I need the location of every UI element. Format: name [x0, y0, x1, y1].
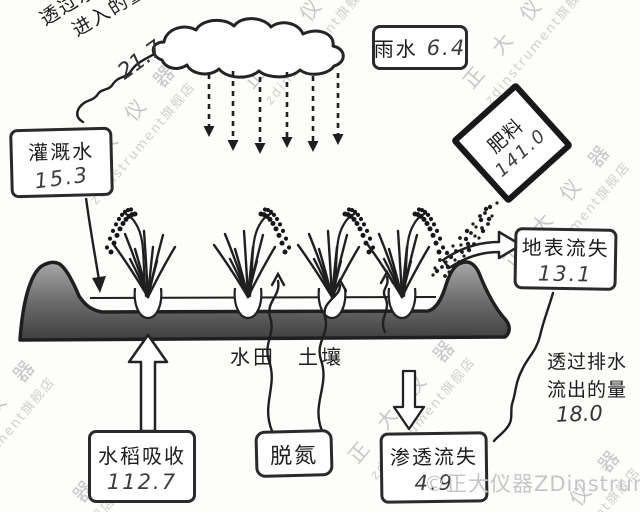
rainwater-value: 6.4 [426, 35, 467, 60]
outflow-annotation: 透过排水 流出的量 [547, 349, 627, 404]
denitrification-label: 脱氮 [269, 442, 319, 470]
denitrification-box: 脱氮 [254, 428, 334, 479]
paddy-soil-label: 水田土壤 [230, 341, 344, 370]
rice-plants [104, 207, 446, 320]
percolation-arrow [392, 369, 426, 431]
surface-runoff-box: 地表流失 13.1 [513, 227, 618, 291]
denitrification-squiggle-arrows [266, 269, 395, 433]
soil-label: 土壤 [298, 345, 344, 369]
percolation-label: 渗透流失 [389, 443, 479, 470]
rainwater-label: 雨水 [373, 37, 418, 61]
runoff-arrow [441, 230, 523, 270]
rice-uptake-value: 112.7 [106, 469, 178, 494]
fertilizer-dots [431, 201, 499, 278]
rainwater-box: 雨水 6.4 [372, 25, 468, 70]
soil-profile [18, 260, 511, 342]
rice-uptake-box: 水稻吸收 112.7 [88, 430, 196, 503]
percolation-loss-box: 渗透流失 4.9 [379, 431, 489, 504]
irrigation-value: 15.3 [33, 162, 91, 193]
uptake-arrow [127, 333, 169, 433]
outflow-line1: 透过排水 [547, 351, 628, 373]
irrigation-water-box: 灌溉水 15.3 [9, 126, 114, 199]
paddy-field-label: 水田 [230, 345, 276, 369]
rain-arrows [203, 71, 344, 154]
rice-plant [366, 207, 446, 320]
rice-plant [296, 207, 376, 320]
outflow-line2: 流出的量 [547, 378, 628, 401]
irrigation-label: 灌溉水 [27, 138, 95, 165]
percolation-value: 4.9 [414, 470, 455, 495]
rice-plant [212, 207, 292, 320]
rice-uptake-label: 水稻吸收 [98, 443, 186, 468]
irrigation-arrow [84, 197, 106, 293]
surface-runoff-value: 13.1 [537, 261, 593, 287]
outflow-brace-line [492, 291, 555, 443]
outflow-value: 18.0 [555, 401, 604, 427]
cloud-icon [151, 17, 345, 79]
surface-runoff-label: 地表流失 [521, 235, 610, 261]
rice-plant [104, 207, 177, 320]
